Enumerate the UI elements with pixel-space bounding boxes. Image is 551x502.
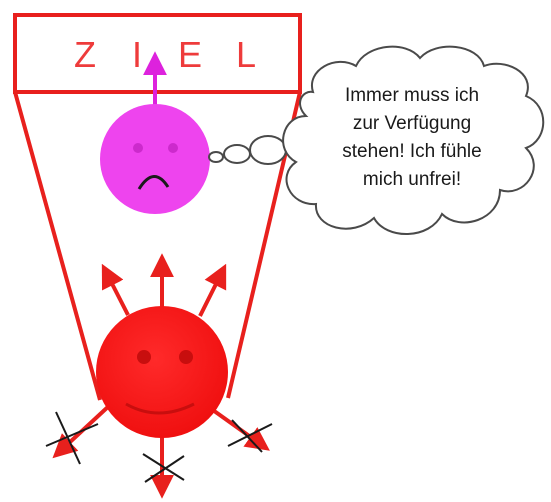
- thought-trail-bubble-small: [208, 151, 224, 163]
- sad-face-left-eye: [133, 143, 143, 153]
- sad-face-mouth: [137, 175, 170, 190]
- goal-letter: L: [236, 34, 256, 75]
- cross-mark-left: [45, 411, 99, 465]
- sad-face-right-eye: [168, 143, 178, 153]
- thought-line: Immer muss ich: [345, 85, 479, 106]
- happy-face: [96, 306, 228, 438]
- thought-line: stehen! Ich fühle: [342, 141, 481, 162]
- down-arrow-right: [208, 406, 270, 451]
- goal-letter: Z: [74, 34, 96, 75]
- thought-trail-bubble-medium: [223, 144, 251, 164]
- up-arrow-left: [101, 263, 130, 316]
- cross-mark-center: [142, 453, 185, 483]
- cross-mark-right: [227, 419, 273, 453]
- happy-face-right-eye: [179, 350, 193, 364]
- goal-letter: I: [132, 34, 142, 75]
- goal-label: Z I E L: [74, 34, 256, 75]
- thought-text: Immer muss ich zur Verfügung stehen! Ich…: [342, 85, 481, 190]
- happy-face-left-eye: [137, 350, 151, 364]
- sad-face: [100, 104, 210, 214]
- up-arrow-right: [198, 263, 227, 317]
- funnel-left-line: [13, 91, 102, 401]
- thought-line: zur Verfügung: [353, 113, 471, 134]
- happy-face-mouth: [125, 402, 195, 415]
- thought-trail-bubble-large: [249, 135, 287, 165]
- goal-box: [13, 13, 302, 94]
- thought-line: mich unfrei!: [363, 169, 461, 190]
- goal-letter: E: [178, 34, 202, 75]
- thought-cloud: [282, 45, 545, 235]
